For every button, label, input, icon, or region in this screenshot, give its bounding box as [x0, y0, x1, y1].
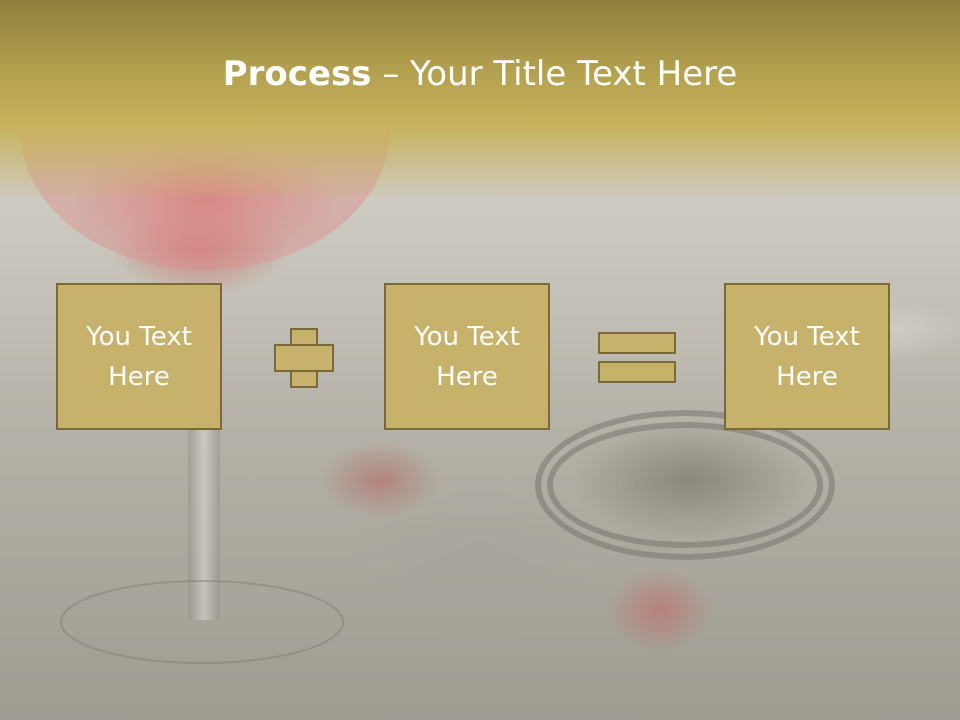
- title-rest: – Your Title Text Here: [371, 54, 738, 94]
- equals-top-bar: [598, 332, 676, 354]
- title-band: [0, 0, 960, 200]
- process-box-3[interactable]: You Text Here: [724, 283, 890, 430]
- process-box-1[interactable]: You Text Here: [56, 283, 222, 430]
- process-box-3-label: You Text Here: [754, 321, 860, 392]
- slide-title[interactable]: Process – Your Title Text Here: [0, 52, 960, 96]
- process-box-2-label: You Text Here: [414, 321, 520, 392]
- equals-bottom-bar: [598, 361, 676, 383]
- plus-center-fill: [292, 346, 316, 370]
- process-box-2[interactable]: You Text Here: [384, 283, 550, 430]
- process-box-1-label: You Text Here: [86, 321, 192, 392]
- cocktail-glass-base: [60, 580, 344, 664]
- title-bold: Process: [222, 54, 372, 94]
